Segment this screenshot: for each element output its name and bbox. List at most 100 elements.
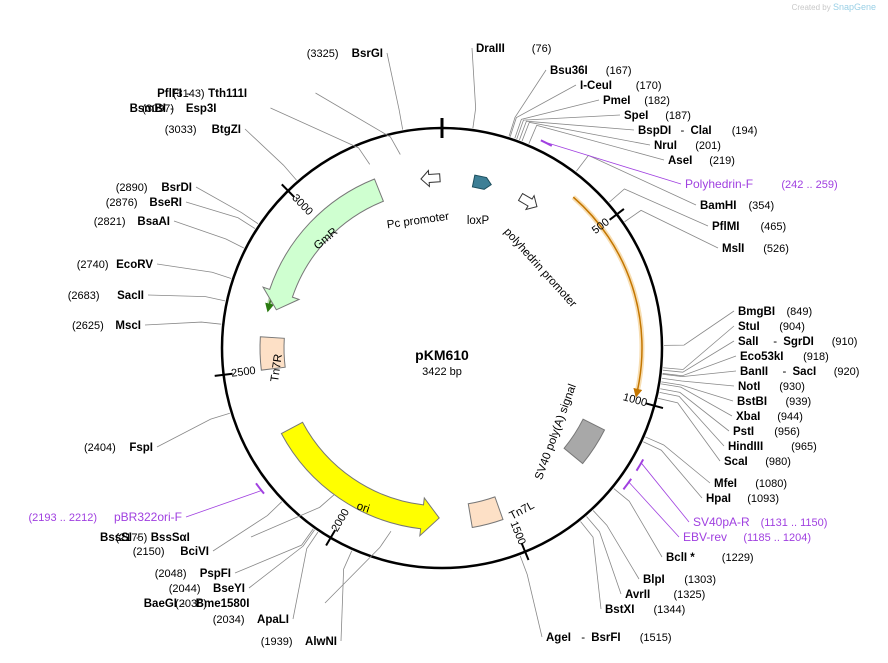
feature-gmr[interactable] <box>261 178 385 311</box>
site-position: (1344) <box>654 604 686 616</box>
site-position: (76) <box>532 43 552 55</box>
site-bseri[interactable]: BseRI(2876) <box>106 197 256 229</box>
site-leader-line <box>624 209 719 249</box>
site-bstxi[interactable]: BstXI(1344) <box>580 521 686 616</box>
site-msci[interactable]: MscI(2625) <box>72 320 222 332</box>
site-hpai[interactable]: HpaI(1093) <box>643 441 779 505</box>
position-tick-label: 2000 <box>329 507 352 534</box>
site-leader-line <box>315 92 401 155</box>
site-separator: - <box>681 125 685 137</box>
site-fspi[interactable]: FspI(2404) <box>84 412 230 454</box>
site-leader-line <box>528 124 665 161</box>
site-apali[interactable]: ApaLI(2034) <box>213 531 319 626</box>
site-position: (2038) <box>175 598 207 610</box>
site-blpi[interactable]: BlpI(1303) <box>592 510 716 586</box>
site-btgzi[interactable]: BtgZI(3033) <box>165 124 297 181</box>
site-name: PspFI <box>200 568 231 580</box>
site-bmgbi[interactable]: BmgBI(849) <box>663 306 812 346</box>
feature-loxp[interactable] <box>471 174 492 190</box>
site-sacii[interactable]: SacII(2683) <box>68 290 226 302</box>
site-separator: - <box>181 598 185 610</box>
site-bseyi[interactable]: BseYI(2044) <box>169 529 315 595</box>
site-bsmbi[interactable]: BsmBI-Esp3I(3097) <box>130 103 371 165</box>
site-separator: - <box>581 632 585 644</box>
site-position: (465) <box>761 221 787 233</box>
site-name: BstBI <box>737 396 767 408</box>
site-bspdi[interactable]: BspDI-ClaI(194) <box>519 120 757 141</box>
site-msli[interactable]: MslI(526) <box>624 209 789 255</box>
site-name: BseYI <box>213 583 245 595</box>
feature-label: polyhedrin promoter <box>501 226 578 310</box>
site-i-ceui[interactable]: I-CeuI(170) <box>509 80 661 137</box>
site-mfei[interactable]: MfeI(1080) <box>645 436 787 490</box>
site-name: DraIII <box>476 43 505 55</box>
site-leader-line <box>244 128 297 181</box>
site-alt-name: SgrDI <box>783 336 814 348</box>
position-tick <box>645 402 664 410</box>
site-bstbi[interactable]: BstBI(939) <box>661 381 811 408</box>
site-bsrdi[interactable]: BsrDI(2890) <box>116 182 259 225</box>
site-pflmi[interactable]: PflMI(465) <box>609 188 787 233</box>
site-bcivi[interactable]: BciVI(2150) <box>133 501 283 558</box>
feature-tn7l[interactable] <box>467 496 504 529</box>
site-xbai[interactable]: XbaI(944) <box>661 383 803 423</box>
site-pflfi[interactable]: PflFI-Tth111I(3143) <box>157 88 401 155</box>
site-spei[interactable]: SpeI(187) <box>516 110 691 140</box>
site-position: (2821) <box>94 216 126 228</box>
site-alwni[interactable]: AlwNI(1939) <box>261 550 353 648</box>
feature-label: ori <box>355 500 371 515</box>
feature-band <box>280 421 440 537</box>
site-pmei[interactable]: PmeI(182) <box>514 95 670 139</box>
site-leader-line <box>185 201 256 229</box>
feature-pc-promoter[interactable] <box>420 169 441 188</box>
site-sali[interactable]: SalI-SgrDI(910) <box>662 336 857 373</box>
primer-polyhedrin-f[interactable]: Polyhedrin-F(242 .. 259) <box>540 139 838 191</box>
feature-label: Tn7R <box>269 353 285 383</box>
site-separator: - <box>773 336 777 348</box>
site-name: BseRI <box>149 197 182 209</box>
site-name: ApaLI <box>257 614 289 626</box>
site-stui[interactable]: StuI(904) <box>663 321 805 370</box>
site-agei[interactable]: AgeI-BsrFI(1515) <box>519 555 671 644</box>
site-bsssi[interactable]: BssSI-BssSαI(2175) <box>100 493 335 544</box>
site-bsu36i[interactable]: Bsu36I(167) <box>508 65 631 137</box>
site-hindiii[interactable]: HindIII(965) <box>659 391 817 453</box>
site-bcli[interactable]: BclI *(1229) <box>613 488 754 564</box>
feature-sv40-poly-a-signal[interactable] <box>563 418 606 465</box>
site-leader-line <box>658 397 721 462</box>
feature-polyhedrin-promoter[interactable] <box>516 190 540 213</box>
site-pspfi[interactable]: PspFI(2048) <box>155 528 314 580</box>
primer-name: Polyhedrin-F <box>685 177 753 191</box>
primer-pbr322ori-f[interactable]: pBR322ori-F(2193 .. 2212) <box>29 482 265 524</box>
primer-leader-line <box>185 490 262 518</box>
primer-leader-line <box>543 141 682 185</box>
site-bsaai[interactable]: BsaAI(2821) <box>94 216 244 249</box>
feature-band <box>563 418 606 465</box>
site-nrui[interactable]: NruI(201) <box>521 121 721 152</box>
site-leader-line <box>386 52 404 130</box>
site-ecorv[interactable]: EcoRV(2740) <box>77 259 232 279</box>
site-draiii[interactable]: DraIII (76) <box>471 43 552 129</box>
site-position: (2740) <box>77 259 109 271</box>
site-position: (2625) <box>72 320 104 332</box>
site-alt-name: Tth111I <box>208 88 247 100</box>
site-asei[interactable]: AseI(219) <box>528 124 735 167</box>
site-layer: BsrGI(3325) DraIII (76) Bsu36I(167)I-CeuI(1… <box>68 43 860 648</box>
site-scai[interactable]: ScaI(980) <box>658 397 791 468</box>
site-banii[interactable]: BanII-SacI(920) <box>662 366 859 378</box>
site-alt-name: ClaI <box>691 125 712 137</box>
site-baegi[interactable]: BaeGI-Bme1580I(2038) <box>144 530 392 610</box>
orf-arrow[interactable] <box>572 196 643 398</box>
feature-ori[interactable] <box>280 421 440 537</box>
site-psti[interactable]: PstI(956) <box>660 388 800 438</box>
primer-sv40pa-r[interactable]: SV40pA-R(1131 .. 1150) <box>635 458 828 529</box>
site-noti[interactable]: NotI(930) <box>661 377 805 393</box>
feature-label: Pc promoter <box>386 211 450 232</box>
loxp-shape <box>471 174 492 190</box>
site-bsrgi[interactable]: BsrGI(3325) <box>307 48 404 130</box>
feature-tn7r[interactable] <box>259 336 286 371</box>
site-eco53ki[interactable]: Eco53kI(918) <box>662 351 829 377</box>
primer-ebv-rev[interactable]: EBV-rev(1185 .. 1204) <box>622 478 811 544</box>
site-avrii[interactable]: AvrII(1325) <box>586 516 705 601</box>
site-position: (3143) <box>173 88 205 100</box>
